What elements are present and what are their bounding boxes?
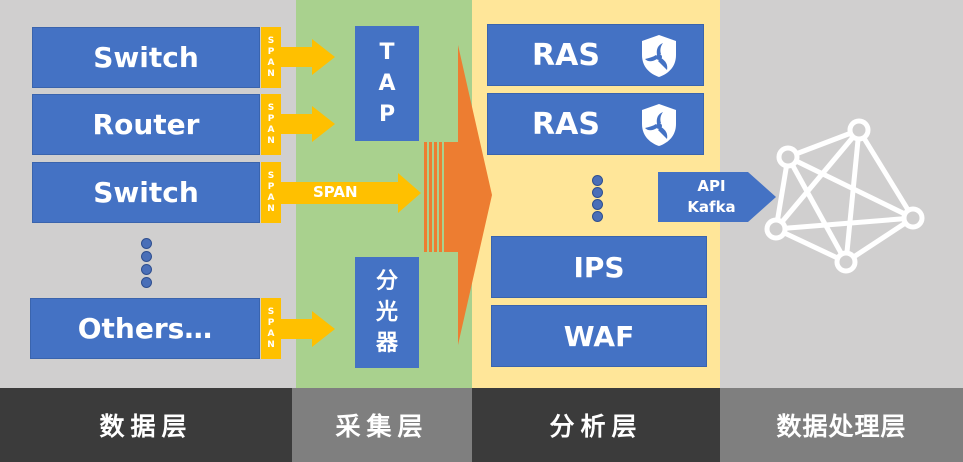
device-router: Router [32, 94, 260, 155]
layer-label-data: 数据层 [0, 388, 292, 462]
optical-splitter-collector: 分 光 器 [355, 257, 419, 368]
layer-label-process: 数据处理层 [720, 388, 963, 462]
ellipsis-dot [592, 211, 603, 222]
funnel-arrow [447, 45, 492, 345]
ras-box-2: RAS [487, 93, 704, 155]
tap-collector: T A P [355, 26, 419, 141]
ips-box: IPS [491, 236, 707, 298]
device-switch-2: Switch [32, 162, 260, 223]
device-label: Switch [93, 176, 199, 209]
span-arrow-2 [280, 106, 335, 142]
network-graph-icon [764, 118, 925, 274]
layer-label-analyze: 分析层 [472, 388, 720, 462]
api-label: API [697, 177, 726, 195]
device-others: Others… [30, 298, 260, 359]
ips-label: IPS [573, 250, 625, 284]
span-arrow-4 [280, 311, 335, 347]
ellipsis-dot [141, 277, 152, 288]
kafka-label: Kafka [687, 198, 736, 216]
device-label: Router [92, 108, 200, 141]
api-kafka-arrow [658, 172, 776, 222]
diagram-overlay [280, 39, 925, 347]
ras-label: RAS [532, 37, 600, 73]
ellipsis-dot [141, 238, 152, 249]
device-switch-1: Switch [32, 27, 260, 88]
span-arrow-3 [280, 173, 421, 213]
device-label: Switch [93, 41, 199, 74]
span-arrow-1 [280, 39, 335, 75]
ellipsis-dot [141, 264, 152, 275]
waf-label: WAF [563, 319, 635, 353]
shield-icon [642, 35, 676, 77]
conduit-lines [424, 142, 447, 252]
ellipsis-dot [141, 251, 152, 262]
span-arrow-label: SPAN [313, 183, 358, 201]
waf-box: WAF [491, 305, 707, 367]
layer-label-collect: 采集层 [292, 388, 472, 462]
ras-label: RAS [532, 106, 600, 142]
shield-icon [642, 104, 676, 146]
ellipsis-dot [592, 175, 603, 186]
device-label: Others… [77, 312, 213, 345]
ellipsis-dot [592, 199, 603, 210]
ras-box-1: RAS [487, 24, 704, 86]
api-kafka-label: API Kafka [664, 174, 759, 220]
ellipsis-dot [592, 187, 603, 198]
